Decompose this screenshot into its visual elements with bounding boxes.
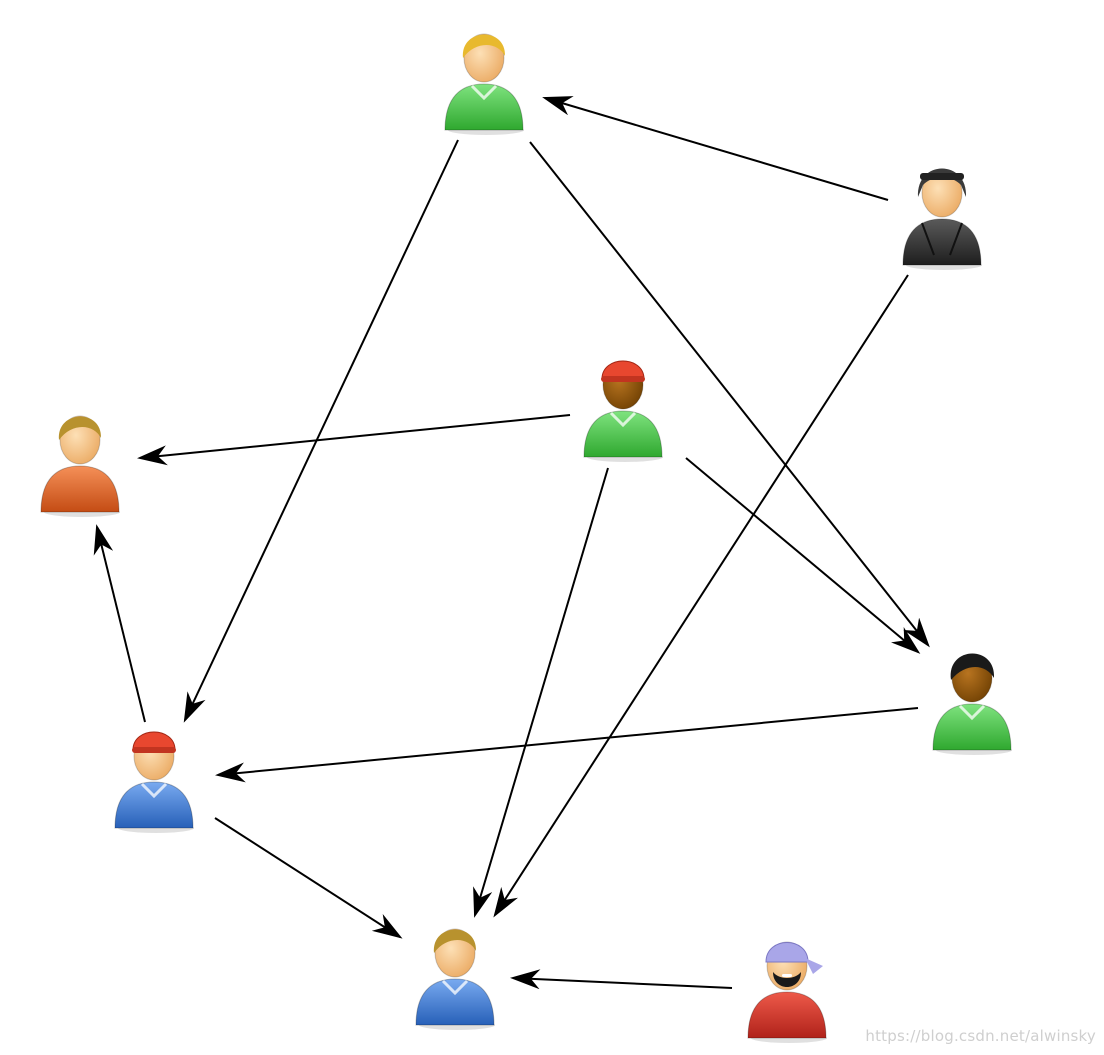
user-red-bandana-icon xyxy=(747,941,827,1043)
user-dark-hooded-icon xyxy=(902,168,982,270)
edge-user-center-to-user-bottom xyxy=(473,467,609,918)
edge-user-center-to-user-right xyxy=(685,457,921,654)
edge-user-dark-to-user-bottom xyxy=(493,274,909,918)
user-blue-icon xyxy=(415,928,495,1030)
edge-user-right-to-user-blue-cap xyxy=(215,707,919,783)
user-blue-redcap-icon xyxy=(114,731,194,833)
nodes-layer xyxy=(40,33,1012,1043)
user-green-blackhair-icon xyxy=(932,653,1012,755)
user-green-redcap-icon xyxy=(583,360,663,462)
user-orange-icon xyxy=(40,415,120,517)
user-green-blonde-icon xyxy=(444,33,524,135)
edge-user-blue-cap-to-user-left xyxy=(93,524,146,723)
watermark-text: https://blog.csdn.net/alwinsky xyxy=(865,1027,1096,1045)
edge-user-top-to-user-right xyxy=(529,141,930,648)
edge-user-center-to-user-left xyxy=(137,414,571,466)
edge-user-blue-cap-to-user-bottom xyxy=(214,817,403,939)
edge-user-top-to-user-blue-cap xyxy=(183,139,459,723)
edge-user-pirate-to-user-bottom xyxy=(510,969,733,990)
edges-layer xyxy=(93,96,930,990)
edge-user-dark-to-user-top xyxy=(542,96,889,201)
